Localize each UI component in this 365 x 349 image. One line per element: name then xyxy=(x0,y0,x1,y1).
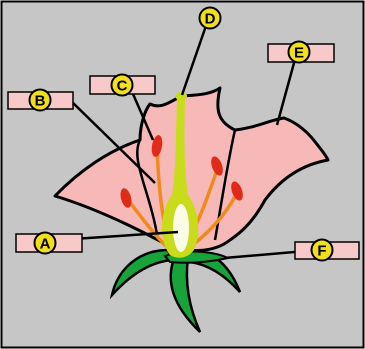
marker-letter-b: B xyxy=(35,93,46,110)
marker-letter-d: D xyxy=(205,11,216,28)
marker-a: A xyxy=(35,233,56,254)
marker-c: C xyxy=(112,75,133,96)
marker-letter-a: A xyxy=(40,236,51,253)
marker-d: D xyxy=(200,8,221,29)
marker-f: F xyxy=(312,240,333,261)
marker-b: B xyxy=(30,90,51,111)
marker-letter-e: E xyxy=(294,45,304,62)
ovary-chamber xyxy=(173,204,189,252)
marker-e: E xyxy=(289,42,310,63)
marker-letter-c: C xyxy=(117,78,128,95)
marker-letter-f: F xyxy=(317,243,326,260)
stigma xyxy=(175,92,187,100)
